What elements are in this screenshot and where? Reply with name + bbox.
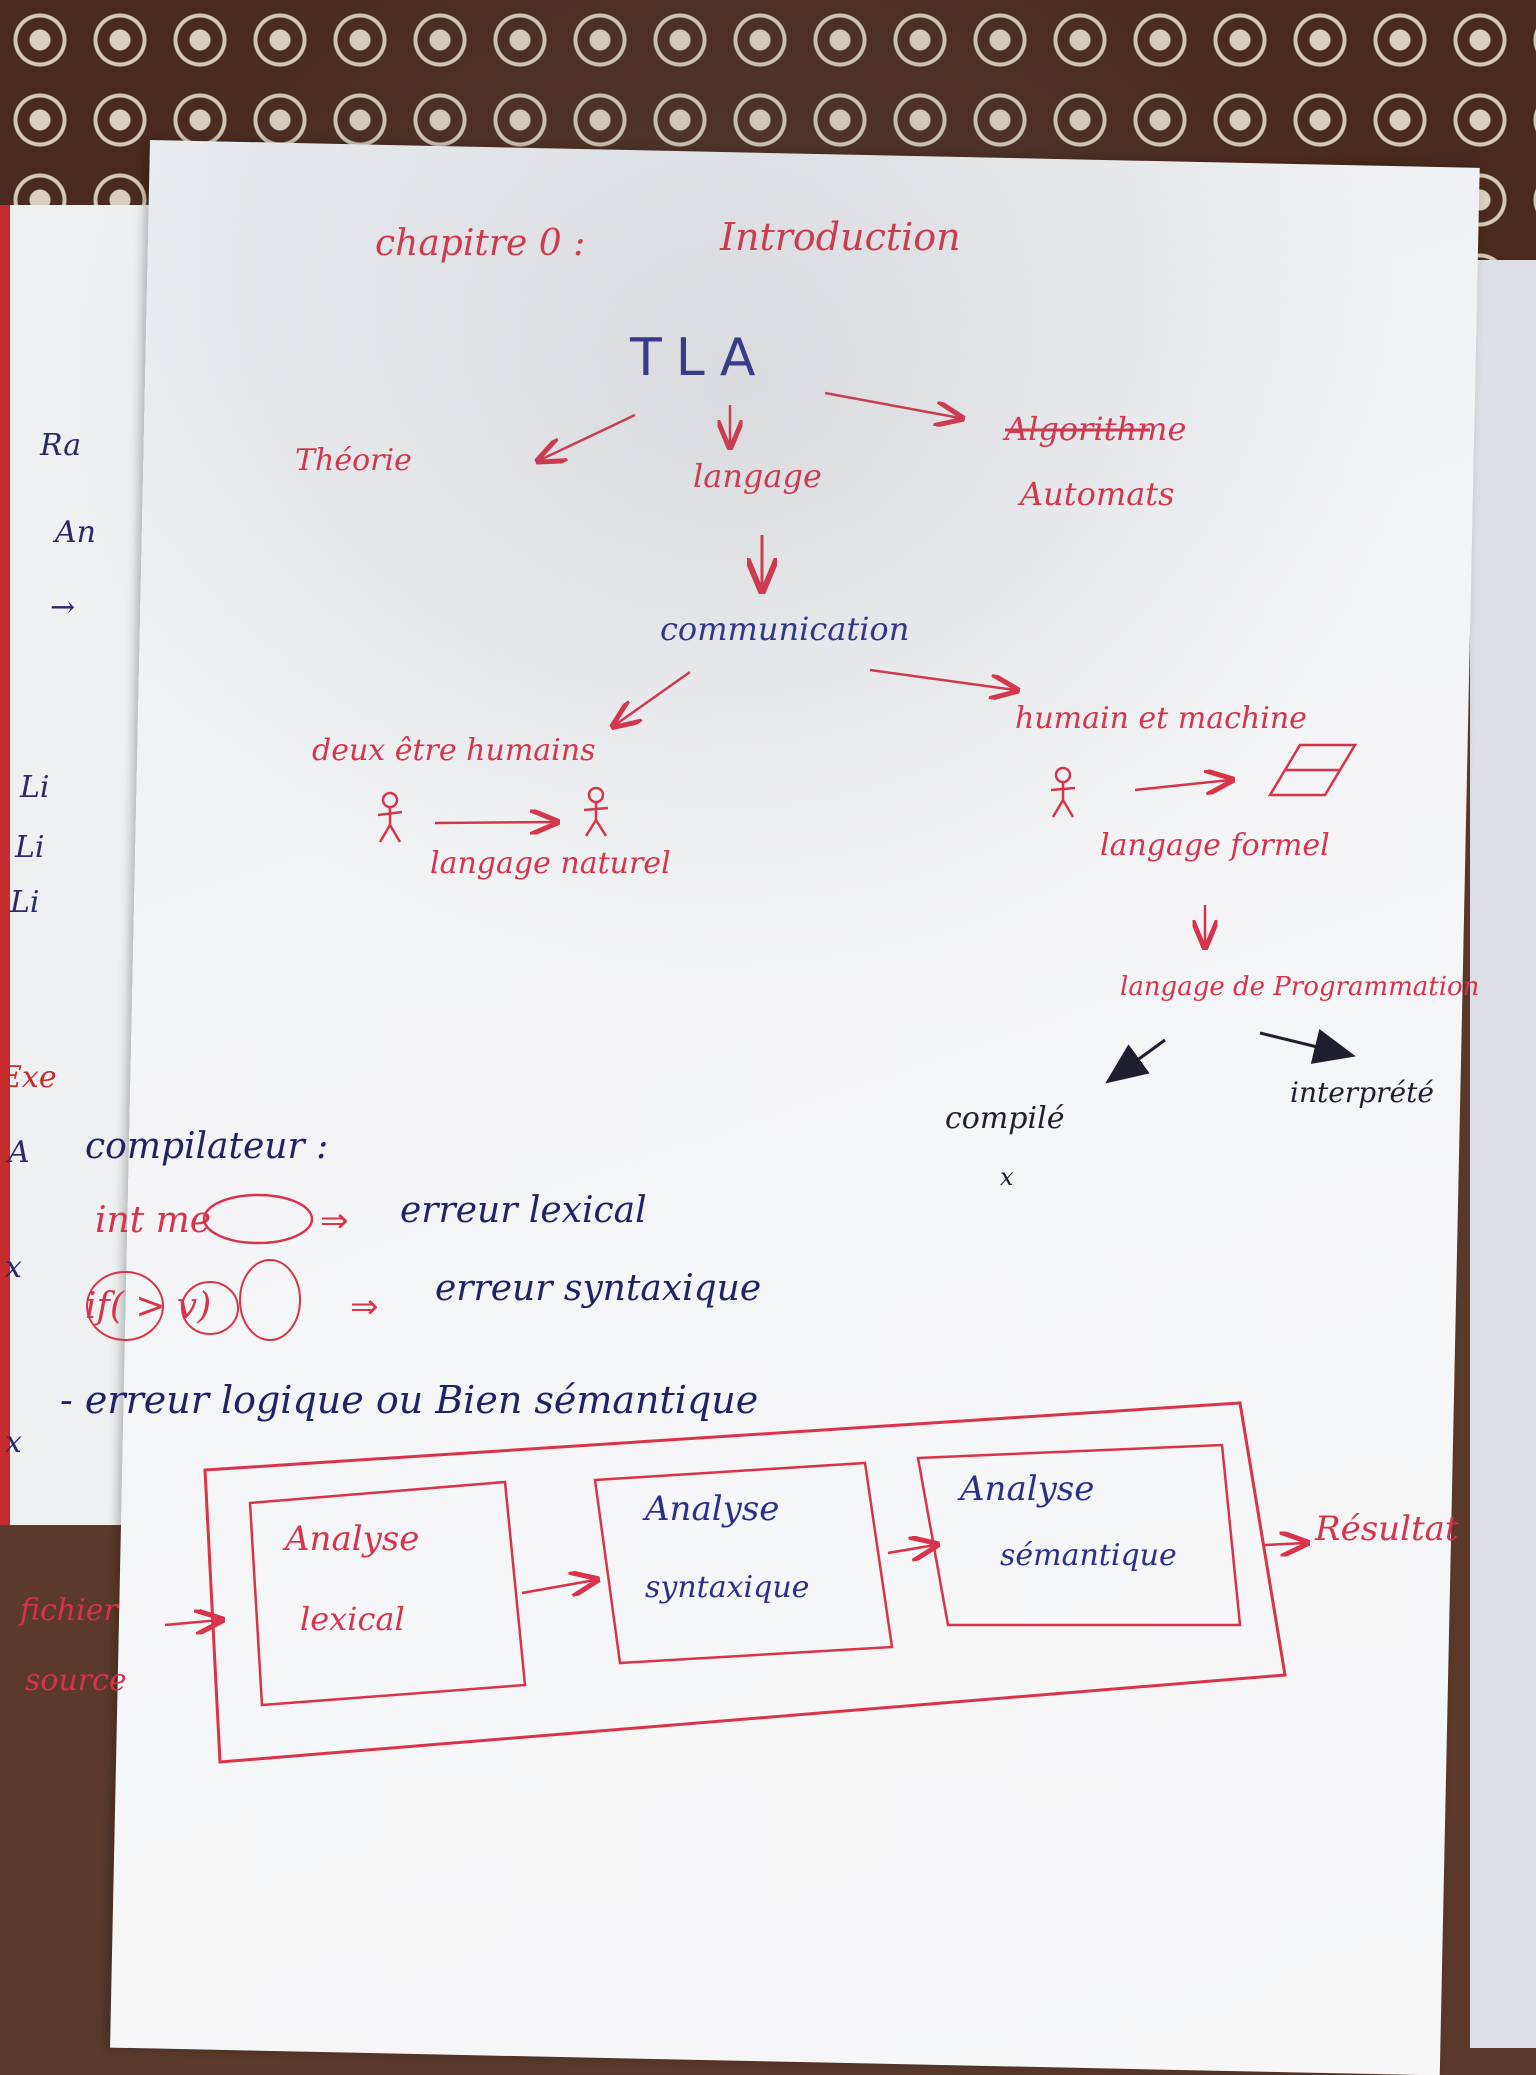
margin-text: Exe	[0, 1060, 57, 1095]
source-label: source	[25, 1663, 127, 1698]
person-icon	[377, 791, 403, 843]
margin-text: Li	[20, 770, 50, 805]
margin-text: x	[5, 1425, 22, 1460]
arrow	[1134, 780, 1230, 790]
lexical-example-code: int me	[95, 1200, 211, 1241]
syntax-analysis-box	[593, 1461, 894, 1665]
chapter-title: Introduction	[719, 215, 961, 259]
margin-text: An	[55, 515, 96, 550]
langage-formel-label: langage formel	[1100, 828, 1330, 863]
semantic-error-line: - erreur logique ou Bien sémantique	[60, 1378, 758, 1422]
arrow	[521, 1580, 595, 1593]
syntax-box-line2: syntaxique	[645, 1570, 809, 1605]
circle-annotation	[181, 1281, 239, 1335]
compiler-outer-box	[203, 1401, 1287, 1764]
semantic-analysis-box	[916, 1443, 1242, 1627]
langage-programmation-label: langage de Programmation	[1120, 972, 1479, 1002]
syntax-box-line1: Analyse	[642, 1489, 779, 1529]
langage-naturel-label: langage naturel	[430, 846, 671, 881]
arrow	[1105, 1038, 1166, 1084]
communication-label: communication	[660, 610, 909, 648]
interprete-label: interprété	[1290, 1076, 1434, 1109]
person-icon	[583, 786, 609, 837]
margin-text: Li	[15, 830, 45, 865]
syntax-error-label: erreur syntaxique	[435, 1268, 761, 1309]
compilateur-heading: compilateur :	[85, 1126, 328, 1167]
margin-text: →	[50, 590, 76, 625]
arrow	[1259, 1028, 1356, 1064]
arrow	[869, 668, 1015, 690]
theorie-label: Théorie	[295, 443, 412, 478]
computer-icon	[1267, 743, 1358, 797]
arrow	[164, 1620, 220, 1625]
margin-text: A	[8, 1135, 30, 1170]
humain-machine-label: humain et machine	[1015, 701, 1307, 736]
person-icon	[1050, 766, 1076, 818]
automats-label: Automats	[1017, 475, 1175, 513]
syntax-example-code: if( > v)	[85, 1286, 211, 1327]
circle-annotation	[239, 1259, 301, 1341]
semantic-box-line1: Analyse	[957, 1469, 1094, 1509]
compile-label: compilé	[945, 1101, 1064, 1136]
margin-text: x	[5, 1250, 22, 1285]
semantic-box-line2: sémantique	[1000, 1538, 1177, 1573]
fichier-label: fichier	[18, 1593, 119, 1628]
arrow	[887, 1545, 935, 1553]
right-sheet	[1470, 260, 1536, 2048]
resultat-label: Résultat	[1314, 1509, 1459, 1549]
x-mark: x	[1000, 1163, 1014, 1191]
circle-annotation	[86, 1271, 164, 1341]
arrow	[540, 413, 636, 460]
margin-text: Li	[10, 885, 40, 920]
implies-arrow: ⇒	[350, 1287, 379, 1327]
tla-heading: TLA	[629, 328, 770, 388]
implies-arrow: ⇒	[320, 1201, 349, 1241]
langage-label: langage	[693, 457, 822, 495]
lexical-box-line1: Analyse	[282, 1519, 419, 1559]
lexical-error-label: erreur lexical	[400, 1190, 647, 1231]
arrow	[615, 670, 691, 725]
margin-text: Ra	[40, 428, 82, 463]
arrow	[824, 391, 960, 418]
arrow	[434, 822, 555, 823]
lexical-box-line2: lexical	[300, 1600, 405, 1638]
deux-etres-label: deux être humains	[312, 733, 595, 768]
circle-annotation	[202, 1193, 314, 1245]
chapter-label: chapitre 0 :	[375, 223, 585, 264]
lexical-analysis-box	[248, 1480, 527, 1707]
arrow	[1264, 1543, 1305, 1545]
